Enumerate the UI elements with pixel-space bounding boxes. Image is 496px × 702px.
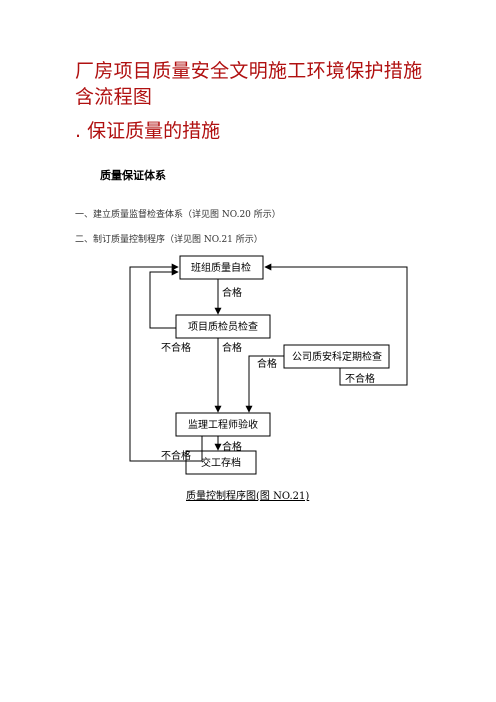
- fail-label-1: 不合格: [161, 341, 191, 354]
- document-title: 厂房项目质量安全文明施工环境保护措施 含流程图: [75, 60, 423, 108]
- list-item-1: 一、建立质量监督检查体系（详见图 NO.20 所示）: [75, 210, 281, 220]
- box-label-supervisor-accept: 监理工程师验收: [188, 418, 258, 431]
- arrow-supervisor-fail-loop: [129, 263, 203, 462]
- box-label-team-check: 班组质量自检: [191, 261, 251, 274]
- arrow-company-pass: [245, 355, 284, 413]
- pass-label-1: 合格: [222, 286, 242, 299]
- section-title: . 保证质量的措施: [75, 120, 221, 142]
- fail-label-2: 不合格: [345, 372, 375, 385]
- box-team-check: [179, 255, 264, 280]
- box-label-inspector-check: 项目质检员检查: [188, 320, 258, 333]
- figure-caption: 质量控制程序图(图 NO.21): [186, 491, 310, 502]
- arrow-inspector-fail-loop: [149, 268, 179, 329]
- box-handover: [185, 450, 257, 475]
- section-heading: 质量保证体系: [100, 169, 166, 182]
- box-supervisor-accept: [175, 412, 271, 437]
- box-inspector-check: [175, 314, 271, 339]
- fail-label-3: 不合格: [161, 449, 191, 462]
- box-label-handover: 交工存档: [201, 456, 241, 469]
- box-label-company-check: 公司质安科定期检查: [292, 350, 382, 363]
- pass-label-2: 合格: [222, 341, 242, 354]
- pass-label-3: 合格: [257, 357, 277, 370]
- list-item-2: 二、制订质量控制程序（详见图 NO.21 所示）: [75, 235, 263, 245]
- pass-label-4: 合格: [222, 440, 242, 453]
- arrow-company-fail-loop: [264, 263, 408, 386]
